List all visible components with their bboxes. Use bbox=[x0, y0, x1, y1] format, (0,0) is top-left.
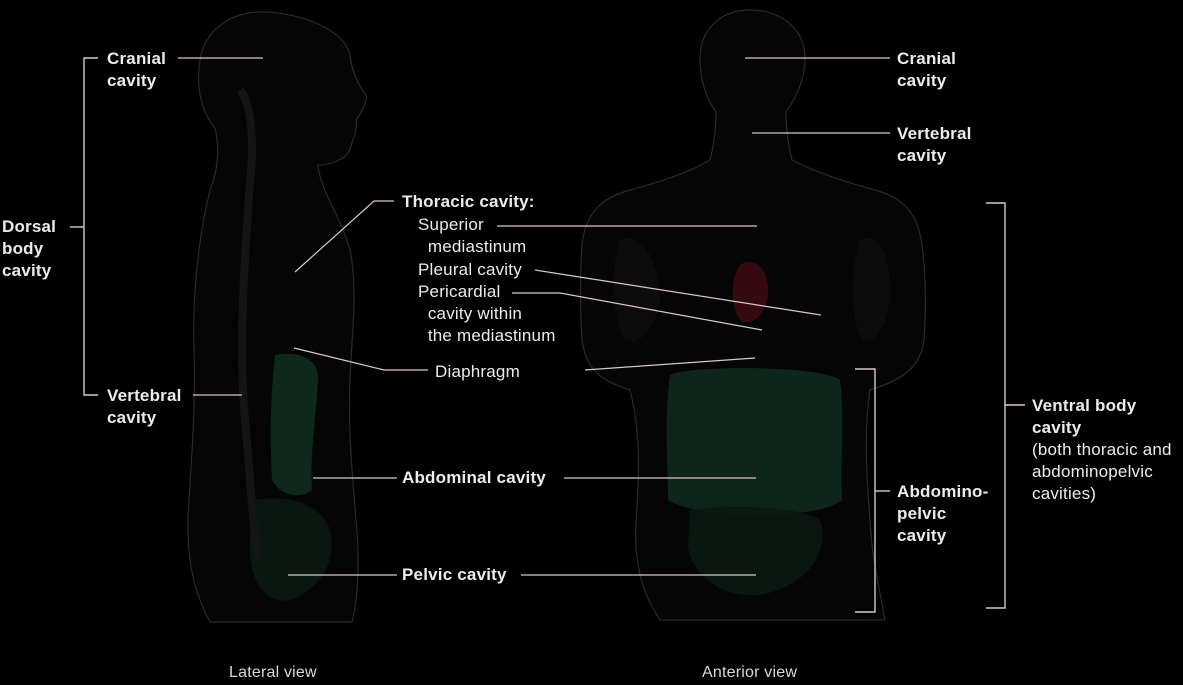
dorsal-body-cavity-label: Dorsal body cavity bbox=[2, 217, 57, 280]
abdominal-cavity-label: Abdominal cavity bbox=[402, 468, 546, 487]
lateral-body-figure bbox=[187, 11, 367, 623]
ventral-body-cavity-label: Ventral body cavity bbox=[1032, 396, 1137, 437]
superior-mediastinum-label: Superior mediastinum bbox=[418, 215, 527, 256]
vertebral-cavity-label-lateral: Vertebral cavity bbox=[107, 386, 182, 427]
lateral-view-caption: Lateral view bbox=[229, 664, 317, 681]
vertebral-cavity-label-anterior: Vertebral cavity bbox=[897, 124, 972, 165]
cranial-cavity-label-lateral: Cranial cavity bbox=[107, 49, 167, 90]
cranial-cavity-label-anterior: Cranial cavity bbox=[897, 49, 957, 90]
anterior-view-caption: Anterior view bbox=[702, 664, 798, 681]
abdominopelvic-cavity-label: Abdomino- pelvic cavity bbox=[897, 482, 989, 545]
pleural-cavity-label: Pleural cavity bbox=[418, 260, 522, 279]
diaphragm-label: Diaphragm bbox=[435, 362, 520, 381]
thoracic-cavity-title: Thoracic cavity: bbox=[402, 192, 535, 211]
leader-lines bbox=[178, 57, 890, 576]
ventral-body-cavity-note: (both thoracic and abdominopelvic caviti… bbox=[1032, 440, 1172, 503]
pericardial-cavity-label: Pericardial cavity within the mediastinu… bbox=[418, 282, 556, 345]
pelvic-cavity-label: Pelvic cavity bbox=[402, 565, 507, 584]
bracket-lines bbox=[70, 57, 1025, 613]
